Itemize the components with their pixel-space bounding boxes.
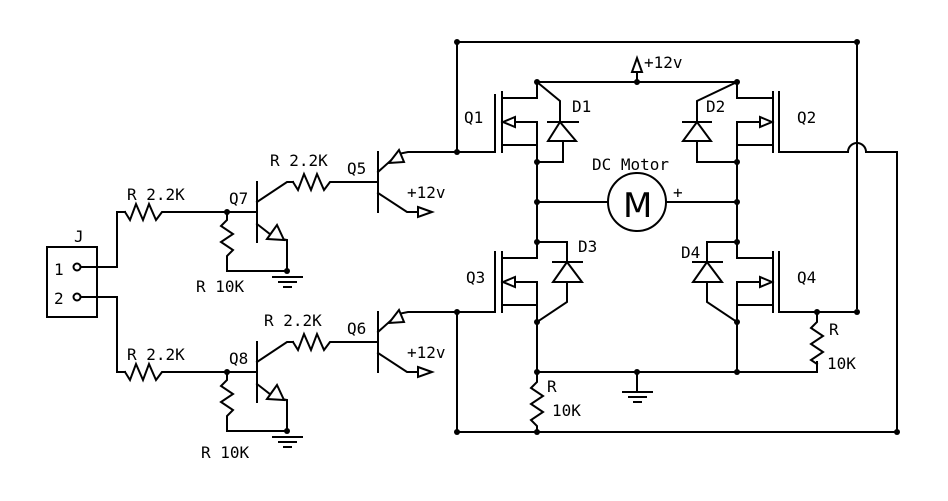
pin-2-terminal xyxy=(72,292,82,302)
resistor-10k-bottom xyxy=(219,371,288,432)
mosfet-q3: Q3 xyxy=(456,241,538,323)
transistor-label: Q1 xyxy=(464,108,483,127)
emitter-arrow xyxy=(265,223,286,242)
supply-arrow-icon xyxy=(630,55,644,73)
diode-d2: D2 xyxy=(681,80,739,163)
transistor-label: Q6 xyxy=(347,319,366,338)
resistor-10k-q4: R 10K xyxy=(809,311,856,373)
pin-1-label: 1 xyxy=(54,260,64,279)
resistor-label: R 10K xyxy=(196,277,245,296)
transistor-label: Q2 xyxy=(797,108,816,127)
motor-icon xyxy=(607,172,667,232)
pin-1-terminal xyxy=(72,262,82,272)
resistor-2k2-mid-top xyxy=(291,171,379,193)
connector-label: J xyxy=(74,227,84,246)
channel-arrow xyxy=(500,275,516,289)
resistor-value: 10K xyxy=(552,401,581,420)
pin-2-label: 2 xyxy=(54,289,64,308)
motor-polarity: + xyxy=(673,183,683,202)
junction xyxy=(454,429,460,435)
connector-body xyxy=(46,246,98,318)
junction xyxy=(454,39,460,45)
transistor-label: Q8 xyxy=(229,349,248,368)
input-stage-bottom: R 2.2K R 10K Q8 R 2.2K xyxy=(123,311,379,462)
diode-d4: D4 xyxy=(681,241,739,324)
junction xyxy=(854,309,860,315)
wire-outer-top xyxy=(456,41,858,309)
dc-motor: M DC Motor + xyxy=(592,155,683,232)
transistor-label: Q3 xyxy=(466,268,485,287)
transistor-q5: Q5 +12v xyxy=(347,148,458,219)
resistor-label: R xyxy=(829,320,839,339)
wire xyxy=(80,296,126,373)
voltage-label: +12v xyxy=(407,183,446,202)
transistor-label: Q4 xyxy=(797,268,816,287)
motor-label: DC Motor xyxy=(592,155,669,174)
junction xyxy=(284,428,290,434)
junction xyxy=(894,429,900,435)
diode-label: D1 xyxy=(572,97,591,116)
resistor-label: R 10K xyxy=(201,443,250,462)
wire xyxy=(255,341,294,364)
junction xyxy=(534,239,540,245)
channel-arrow xyxy=(500,115,516,129)
wire-ground-rail xyxy=(536,361,818,373)
junction xyxy=(284,268,290,274)
junction xyxy=(734,199,740,205)
mosfet-q2: Q2 xyxy=(736,81,874,163)
transistor-q6: Q6 +12v xyxy=(347,308,458,379)
emitter-arrow xyxy=(386,148,406,165)
supply-arrow-icon xyxy=(417,205,435,219)
transistor-label: Q5 xyxy=(347,159,366,178)
resistor-2k2-mid-bottom xyxy=(291,331,379,353)
mosfet-q4: Q4 xyxy=(736,241,858,323)
junction xyxy=(854,39,860,45)
ground-icon xyxy=(272,436,303,448)
input-stage-top: R 2.2K R 10K Q7 R 2.2K xyxy=(123,151,379,296)
diode-label: D4 xyxy=(681,243,700,262)
junction xyxy=(734,239,740,245)
mosfet-q1: Q1 xyxy=(456,81,538,163)
resistor-2k2-top xyxy=(123,201,258,223)
diode-label: D2 xyxy=(706,97,725,116)
resistor-10k-top xyxy=(219,211,288,272)
resistor-10k-q3: R 10K xyxy=(529,371,581,433)
emitter-arrow xyxy=(265,383,286,402)
diode-d1: D1 xyxy=(535,80,591,163)
junction xyxy=(734,369,740,375)
channel-arrow xyxy=(759,115,775,129)
resistor-label: R xyxy=(547,377,557,396)
voltage-label: +12v xyxy=(644,53,683,72)
junction xyxy=(534,199,540,205)
resistor-label: R 2.2K xyxy=(127,185,185,204)
wire-crossover xyxy=(846,142,868,154)
resistor-label: R 2.2K xyxy=(270,151,328,170)
wire xyxy=(255,181,294,204)
channel-arrow xyxy=(759,275,775,289)
transistor-label: Q7 xyxy=(229,189,248,208)
resistor-label: R 2.2K xyxy=(127,345,185,364)
ground-icon xyxy=(622,391,653,403)
resistor-value: 10K xyxy=(827,354,856,373)
diode-d3: D3 xyxy=(535,237,597,324)
wire xyxy=(80,211,126,268)
supply-arrow-icon xyxy=(417,365,435,379)
connector-j: J 1 2 xyxy=(46,227,98,318)
voltage-label: +12v xyxy=(407,343,446,362)
motor-symbol: M xyxy=(623,186,652,226)
resistor-label: R 2.2K xyxy=(264,311,322,330)
resistor-2k2-bottom xyxy=(123,361,258,383)
emitter-arrow xyxy=(386,308,406,325)
ground-icon xyxy=(272,276,303,288)
diode-label: D3 xyxy=(578,237,597,256)
